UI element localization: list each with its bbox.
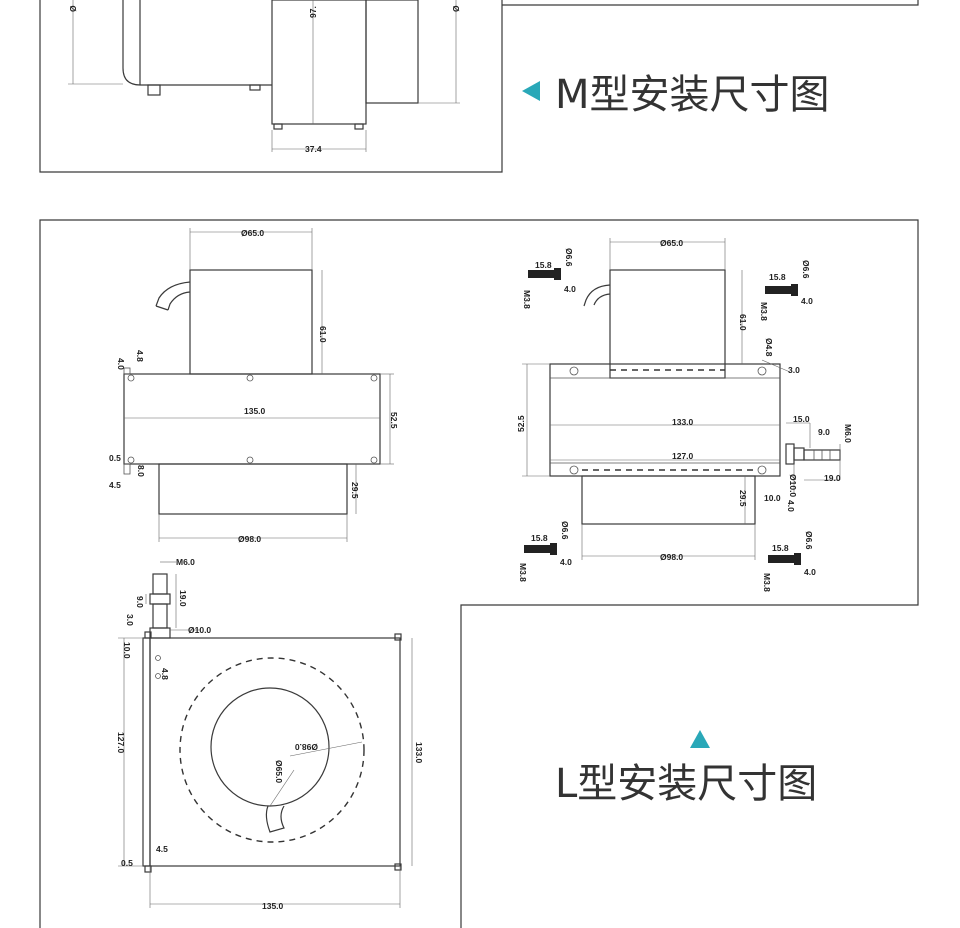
svg-text:4.0: 4.0 xyxy=(560,557,572,567)
m-width: 37.4 xyxy=(305,144,322,154)
l-section-title: L型安装尺寸图 xyxy=(555,761,817,807)
svg-text:15.8: 15.8 xyxy=(535,260,552,270)
screw-detail-2: 15.8 Ø6.6 4.0 M3.8 xyxy=(759,260,813,321)
side-hole: Ø4.8 xyxy=(764,338,774,357)
top-t48: 4.8 xyxy=(160,668,170,680)
top-m60: M6.0 xyxy=(176,557,195,567)
svg-text:15.8: 15.8 xyxy=(769,272,786,282)
svg-text:M3.8: M3.8 xyxy=(522,290,532,309)
side-t30: 3.0 xyxy=(788,365,800,375)
top-d100: Ø10.0 xyxy=(188,625,211,635)
side-m60: M6.0 xyxy=(843,424,853,443)
m-title-marker-icon xyxy=(522,81,540,101)
side-t100: 10.0 xyxy=(764,493,781,503)
front-h295: 29.5 xyxy=(350,482,360,499)
front-t45: 4.5 xyxy=(109,480,121,490)
side-h52: 52.5 xyxy=(516,415,526,432)
svg-text:M3.8: M3.8 xyxy=(518,563,528,582)
side-top-dia: Ø65.0 xyxy=(660,238,683,248)
l-title-marker-icon xyxy=(690,730,710,748)
front-bot-dia: Ø98.0 xyxy=(238,534,261,544)
top-w135: 135.0 xyxy=(262,901,284,911)
svg-text:15.8: 15.8 xyxy=(531,533,548,543)
svg-text:Ø6.6: Ø6.6 xyxy=(564,248,574,267)
l-front-view: Ø65.0 61.0 135.0 52.5 4.0 4.8 0.5 4.5 8.… xyxy=(109,228,399,544)
side-t40: 4.0 xyxy=(786,500,796,512)
l-type-panel xyxy=(39,219,919,928)
svg-text:M3.8: M3.8 xyxy=(762,573,772,592)
front-top-dia: Ø65.0 xyxy=(241,228,264,238)
side-d100: Ø10.0 xyxy=(788,474,798,497)
top-t45: 4.5 xyxy=(156,844,168,854)
side-t190: 19.0 xyxy=(824,473,841,483)
side-bot-dia: Ø98.0 xyxy=(660,552,683,562)
front-t05: 0.5 xyxy=(109,453,121,463)
top-t100: 10.0 xyxy=(122,642,132,659)
svg-text:4.0: 4.0 xyxy=(804,567,816,577)
screw-detail-4: 15.8 Ø6.6 4.0 M3.8 xyxy=(762,531,816,592)
svg-text:M3.8: M3.8 xyxy=(759,302,769,321)
top-d65: Ø65.0 xyxy=(274,760,284,783)
svg-text:15.8: 15.8 xyxy=(772,543,789,553)
top-h127: 127.0 xyxy=(116,732,126,754)
screw-detail-3: 15.8 Ø6.6 4.0 M3.8 xyxy=(518,521,572,582)
svg-text:Ø6.6: Ø6.6 xyxy=(801,260,811,279)
top-t30: 3.0 xyxy=(125,614,135,626)
svg-text:4.0: 4.0 xyxy=(564,284,576,294)
m-section-title: M型安装尺寸图 xyxy=(555,72,830,118)
top-t90: 9.0 xyxy=(135,596,145,608)
front-t80: 8.0 xyxy=(136,465,146,477)
m-dia-right: Ø xyxy=(451,5,461,12)
front-flange-w: 135.0 xyxy=(244,406,266,416)
side-t90: 9.0 xyxy=(818,427,830,437)
m-type-panel: Ø 97. Ø 37.4 M型安装尺寸图 xyxy=(39,0,919,173)
svg-text:Ø6.6: Ø6.6 xyxy=(804,531,814,550)
top-t05: 0.5 xyxy=(121,858,133,868)
front-h52: 52.5 xyxy=(389,412,399,429)
l-side-view: Ø65.0 61.0 52.5 133.0 127.0 29.5 Ø98.0 Ø… xyxy=(516,238,853,562)
front-t40: 4.0 xyxy=(116,358,126,370)
m-height: 97. xyxy=(308,6,318,18)
m-dia-left: Ø xyxy=(68,5,78,12)
top-h133: 133.0 xyxy=(414,742,424,764)
svg-text:Ø6.6: Ø6.6 xyxy=(560,521,570,540)
side-h61: 61.0 xyxy=(738,314,748,331)
side-w127: 127.0 xyxy=(672,451,694,461)
front-t48: 4.8 xyxy=(135,350,145,362)
svg-text:4.0: 4.0 xyxy=(801,296,813,306)
side-h295: 29.5 xyxy=(738,490,748,507)
top-d98: Ø98.0 xyxy=(295,742,318,752)
front-h61: 61.0 xyxy=(318,326,328,343)
l-top-view: M6.0 9.0 19.0 3.0 Ø10.0 10.0 4.8 127.0 1… xyxy=(116,557,424,911)
screw-detail-1: 15.8 Ø6.6 4.0 M3.8 xyxy=(522,248,576,309)
side-w133: 133.0 xyxy=(672,417,694,427)
side-t150: 15.0 xyxy=(793,414,810,424)
top-t190: 19.0 xyxy=(178,590,188,607)
